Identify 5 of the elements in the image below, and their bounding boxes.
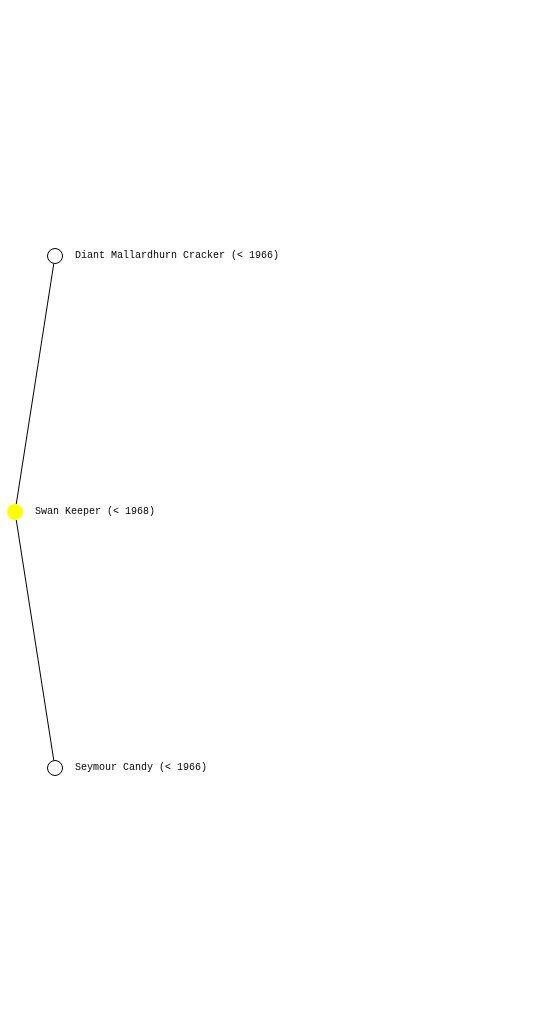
node-label: Diant Mallardhurn Cracker (< 1966): [75, 250, 280, 262]
connector-line: [15, 263, 55, 505]
connector-line: [15, 519, 55, 761]
node-label: Swan Keeper (< 1968): [35, 506, 156, 518]
node-label: Seymour Candy (< 1966): [75, 762, 208, 774]
